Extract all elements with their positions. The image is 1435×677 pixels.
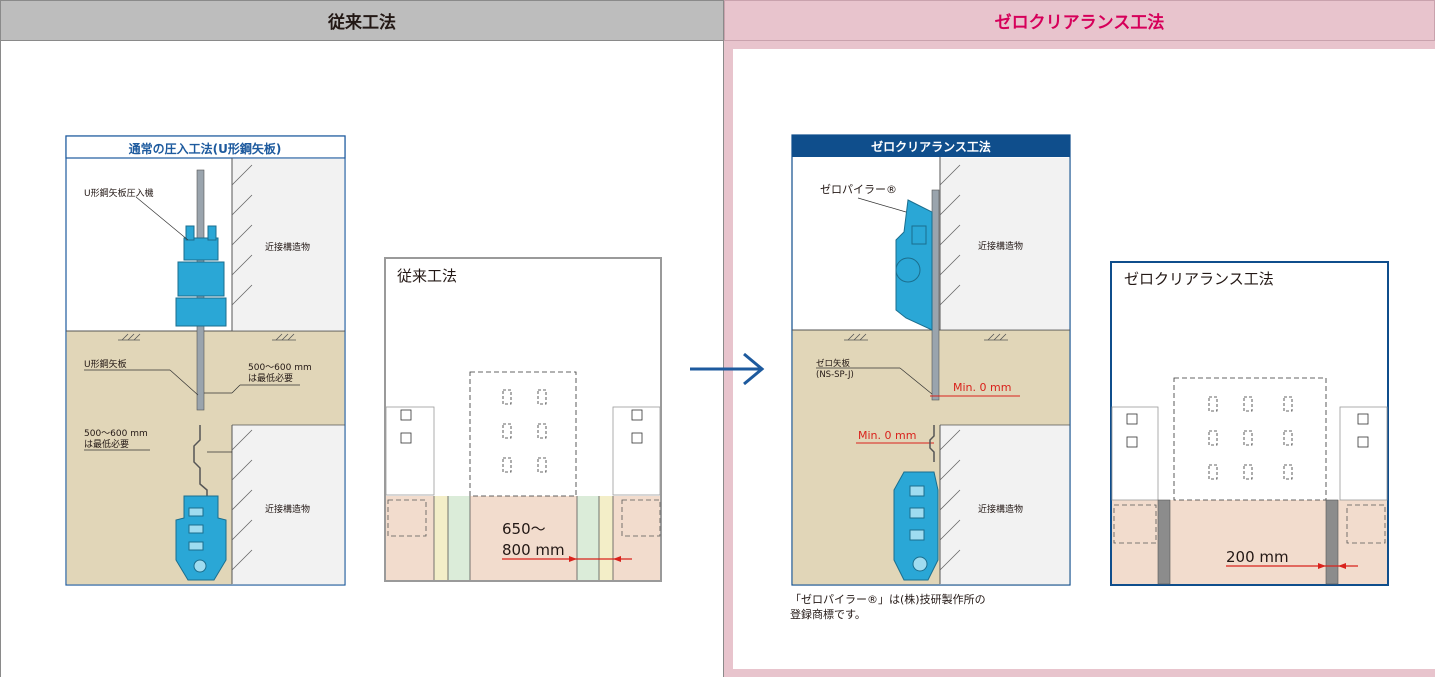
left-gap-label-top-line2: は最低必要 xyxy=(248,372,293,384)
trademark-note-line2: 登録商標です。 xyxy=(790,608,866,621)
right-min-label-top: Min. 0 mm xyxy=(953,381,1011,394)
left-dimension-line1: 650～ xyxy=(502,520,546,538)
right-structure-label: 近接構造物 xyxy=(978,240,1023,252)
left-pile-label: U形鋼矢板 xyxy=(84,358,127,370)
zero-piler-machine-plan xyxy=(893,471,939,581)
trademark-note-line1: 「ゼロパイラー®」は(株)技研製作所の xyxy=(790,593,986,606)
left-structure-label-bottom: 近接構造物 xyxy=(265,503,310,515)
u-press-in-machine-plan xyxy=(175,495,227,581)
left-section-title: 従来工法 xyxy=(397,267,457,285)
right-pile-label-line2: (NS-SP-J) xyxy=(816,370,854,380)
zero-piler-machine xyxy=(895,199,933,331)
zero-sheet-pile xyxy=(931,189,940,401)
zero-clearance-figure: ゼロクリアランス工法 xyxy=(791,134,1071,586)
ground-symbols xyxy=(118,333,296,341)
left-structure-label: 近接構造物 xyxy=(265,241,310,253)
left-machine-label: U形鋼矢板圧入機 xyxy=(84,187,154,199)
right-pile-label-line1: ゼロ矢板 xyxy=(816,358,851,369)
right-figure-title: ゼロクリアランス工法 xyxy=(871,139,991,154)
left-figure-title: 通常の圧入工法(U形鋼矢板) xyxy=(129,141,282,156)
right-structure-label-bottom: 近接構造物 xyxy=(978,503,1023,515)
header-left-label: 従来工法 xyxy=(328,13,396,33)
hatch-marks-upper xyxy=(231,164,253,571)
conventional-cross-section: 従来工法 650～ 800 mm xyxy=(384,257,662,582)
pile-cross-section xyxy=(193,425,208,505)
transition-arrow xyxy=(690,352,765,386)
u-press-in-machine xyxy=(175,225,227,327)
header-right-label: ゼロクリアランス工法 xyxy=(994,13,1165,33)
conventional-press-in-figure: 通常の圧入工法(U形鋼矢板) xyxy=(65,135,346,586)
left-dimension-line2: 800 mm xyxy=(502,541,565,559)
header-zero-clearance-method: ゼロクリアランス工法 xyxy=(724,0,1435,41)
adjacent-structure-lower xyxy=(232,425,345,585)
left-section-soil xyxy=(386,496,660,580)
right-min-label-bottom: Min. 0 mm xyxy=(858,429,916,442)
right-dimension-label: 200 mm xyxy=(1226,548,1289,566)
right-machine-label: ゼロパイラー® xyxy=(820,183,897,196)
left-gap-label-bottom-line1: 500～600 mm xyxy=(84,429,148,439)
trademark-note: 「ゼロパイラー®」は(株)技研製作所の 登録商標です。 xyxy=(790,592,986,622)
adjacent-structure-upper xyxy=(232,158,345,331)
header-conventional-method: 従来工法 xyxy=(0,0,724,41)
zero-clearance-cross-section: ゼロクリアランス工法 200 mm xyxy=(1110,261,1389,586)
right-section-title: ゼロクリアランス工法 xyxy=(1124,270,1274,288)
left-gap-label-bottom-line2: は最低必要 xyxy=(84,438,129,450)
left-gap-label-top-line1: 500～600 mm xyxy=(248,363,312,373)
